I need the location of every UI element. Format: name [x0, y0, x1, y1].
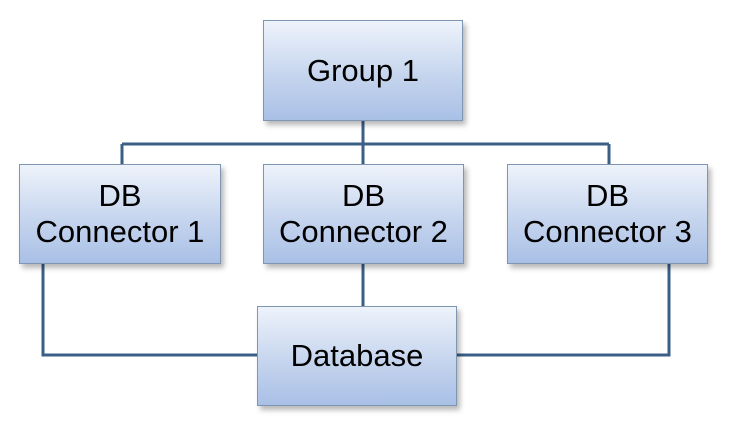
db-connector-2-node: DB Connector 2 [263, 164, 464, 264]
line-connector-3-to-database [457, 264, 671, 357]
db-connector-3-node: DB Connector 3 [507, 164, 708, 264]
db-connector-3-line1: DB [585, 178, 630, 214]
database-node-label: Database [290, 338, 424, 374]
db-connector-1-node: DB Connector 1 [19, 164, 221, 264]
db-connector-1-line1: DB [98, 178, 142, 214]
db-connector-2-line1: DB [341, 178, 386, 214]
database-node: Database [257, 306, 457, 406]
db-connector-3-line2: Connector 3 [523, 214, 692, 249]
line-connector-1-to-database [41, 264, 257, 357]
db-connector-1-line2: Connector 1 [35, 214, 205, 249]
group-node: Group 1 [263, 20, 463, 121]
db-connector-2-line2: Connector 2 [279, 214, 448, 249]
group-node-label: Group 1 [306, 52, 419, 88]
